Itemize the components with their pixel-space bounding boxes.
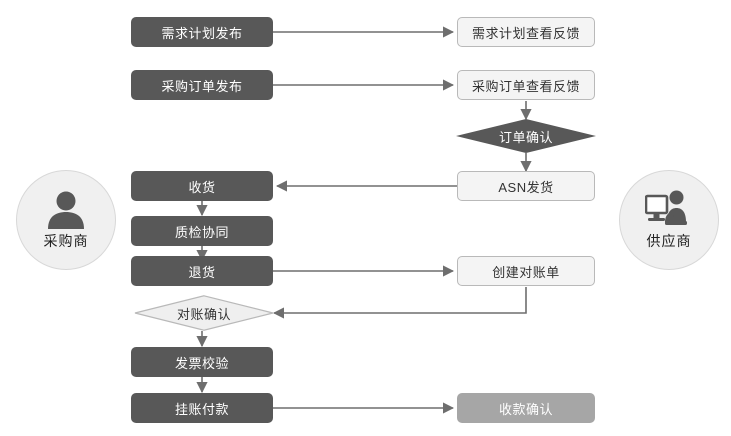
node-label: 需求计划查看反馈: [471, 25, 580, 41]
node-label: 采购订单查看反馈: [471, 78, 580, 94]
person-icon: [42, 189, 90, 229]
actor-supplier-label: 供应商: [646, 233, 692, 249]
node-statement-confirm[interactable]: 对账确认: [134, 295, 274, 331]
node-label: 退货: [188, 264, 216, 280]
node-return-goods[interactable]: 退货: [131, 256, 273, 286]
node-label: 对账确认: [176, 306, 231, 322]
node-purchase-order-feedback[interactable]: 采购订单查看反馈: [457, 70, 595, 100]
node-label: 发票校验: [174, 355, 229, 371]
node-label: 订单确认: [498, 129, 553, 145]
actor-supplier[interactable]: 供应商: [619, 170, 719, 270]
node-create-statement[interactable]: 创建对账单: [457, 256, 595, 286]
node-label: 挂账付款: [174, 401, 229, 417]
node-payment-posting[interactable]: 挂账付款: [131, 393, 273, 423]
node-label: 需求计划发布: [161, 25, 243, 41]
node-demand-plan-feedback[interactable]: 需求计划查看反馈: [457, 17, 595, 47]
node-purchase-order-publish[interactable]: 采购订单发布: [131, 70, 273, 100]
node-label: ASN发货: [498, 179, 554, 195]
node-demand-plan-publish[interactable]: 需求计划发布: [131, 17, 273, 47]
person-at-computer-icon: [645, 189, 693, 229]
node-label: 创建对账单: [492, 264, 560, 280]
node-goods-receipt[interactable]: 收货: [131, 171, 273, 201]
diamond-shape: [456, 119, 596, 153]
node-label: 收货: [188, 179, 216, 195]
node-quality-collab[interactable]: 质检协同: [131, 216, 273, 246]
edge-create-statement-to-statement-confirm: [272, 287, 527, 319]
node-asn-shipment[interactable]: ASN发货: [457, 171, 595, 201]
node-order-confirm[interactable]: 订单确认: [456, 119, 596, 153]
actor-buyer-label: 采购商: [43, 233, 89, 249]
node-label: 收款确认: [498, 401, 553, 417]
node-invoice-verify[interactable]: 发票校验: [131, 347, 273, 377]
actor-buyer[interactable]: 采购商: [16, 170, 116, 270]
node-receipt-confirm[interactable]: 收款确认: [457, 393, 595, 423]
node-label: 采购订单发布: [161, 78, 243, 94]
node-label: 质检协同: [174, 224, 229, 240]
diamond-shape: [134, 295, 274, 331]
